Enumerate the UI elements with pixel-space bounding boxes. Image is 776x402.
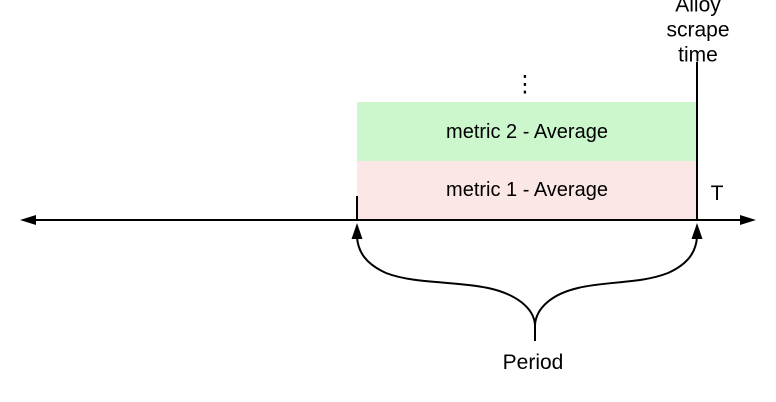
alloy-scrape-time-label: Alloy scrape time — [666, 0, 730, 67]
metric1-box: metric 1 - Average — [357, 161, 697, 219]
vertical-ellipsis: ⋮ — [513, 70, 537, 97]
brace-arrowhead-right-icon — [691, 223, 703, 239]
brace-arrowhead-left-icon — [351, 223, 363, 239]
metric2-box: metric 2 - Average — [357, 102, 697, 161]
period-brace-right — [534, 236, 698, 326]
t-axis-label: T — [710, 182, 724, 205]
axis-arrowhead-left-icon — [20, 215, 36, 225]
period-label: Period — [502, 351, 564, 374]
period-brace-left — [356, 236, 536, 341]
metric2-label: metric 2 - Average — [446, 120, 608, 143]
axis-arrowhead-right-icon — [740, 215, 756, 225]
metric1-label: metric 1 - Average — [446, 179, 608, 201]
